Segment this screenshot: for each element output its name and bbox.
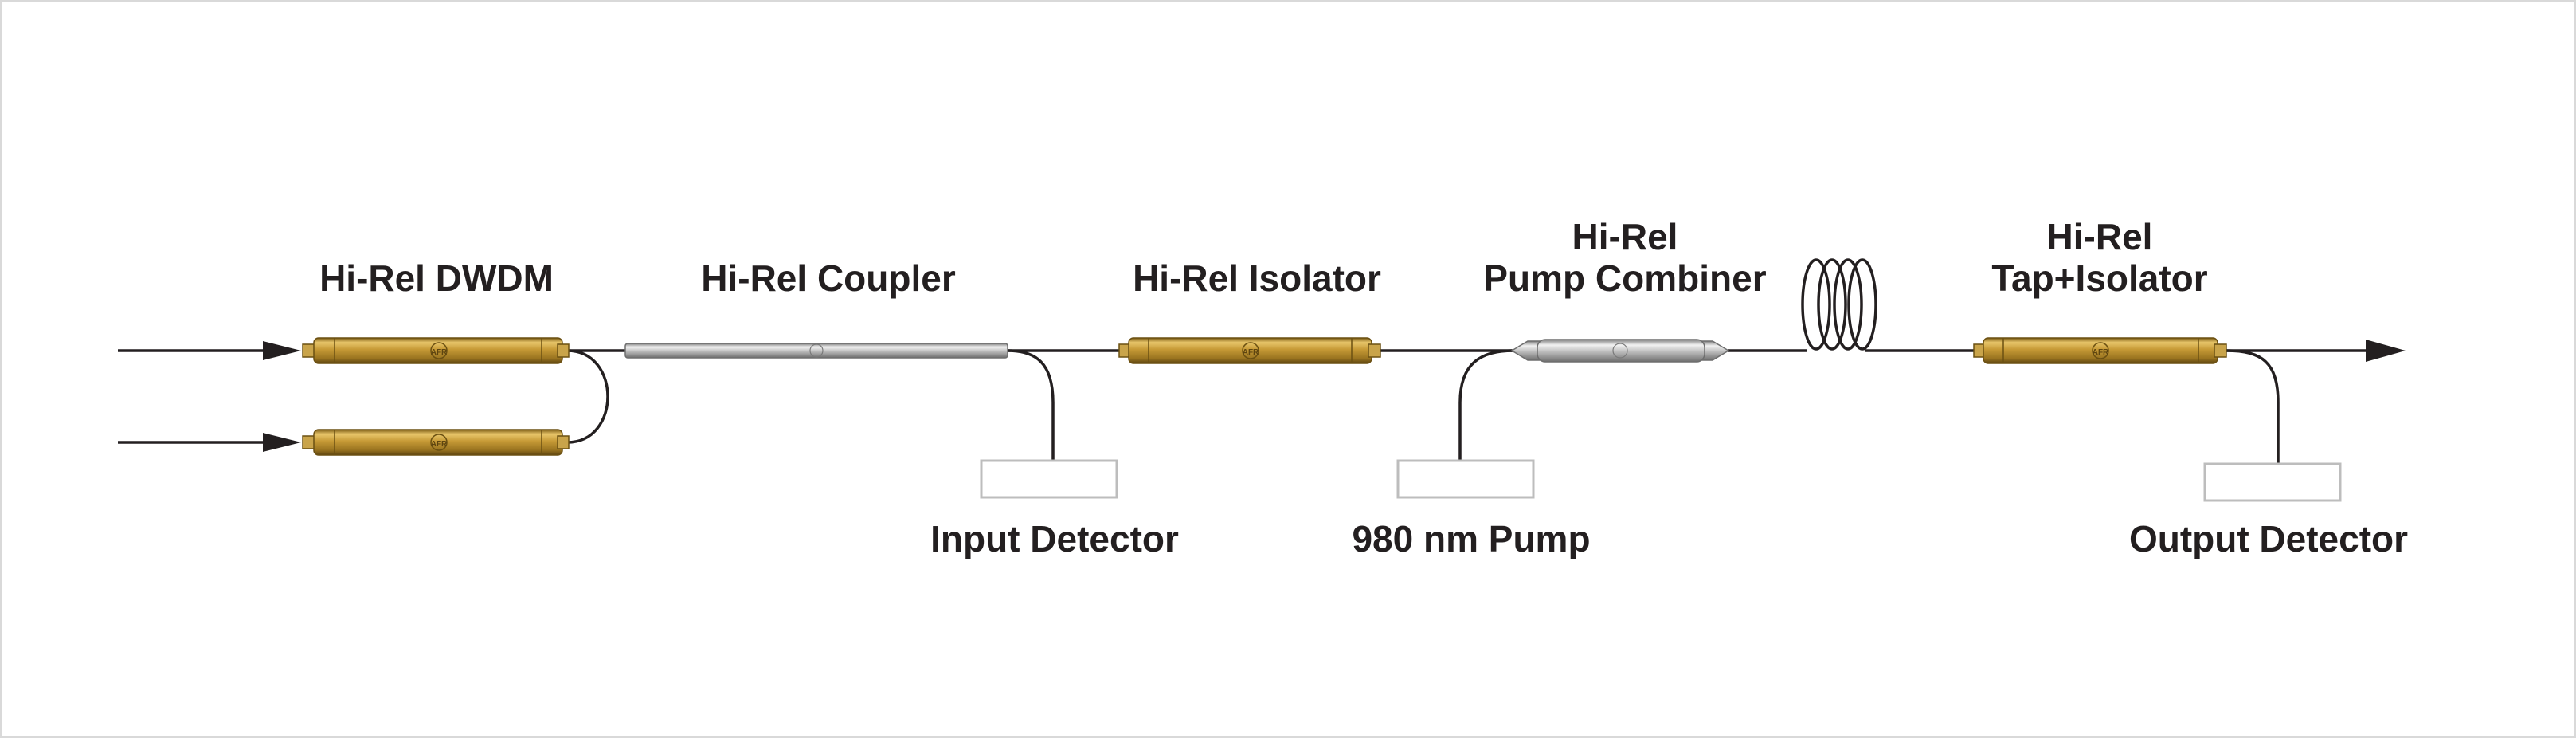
coupler-component [624,343,1008,359]
output-arrow-icon [2366,340,2406,362]
isolator-component: AFR [1118,337,1381,364]
coupler-label: Hi-Rel Coupler [701,257,956,299]
fiber-lines [118,349,2378,464]
output-detector-fiber [2226,349,2280,464]
output-detector-label: Output Detector [2129,518,2408,559]
dwdm-tube-lower: AFR [302,429,570,456]
pump-combiner-label-line2: Pump Combiner [1483,257,1766,299]
output-detector-box [2203,462,2342,502]
tap-isolator-component: AFR [1973,337,2227,364]
isolator-label: Hi-Rel Isolator [1133,257,1381,299]
dwdm-tube-upper: AFR [302,337,570,364]
input-detector-label: Input Detector [930,518,1179,559]
isolator-logo: AFR [1243,348,1259,357]
input-arrow-1-icon [263,341,301,360]
input-detector-box [980,459,1118,499]
fiber-coil-icon [1801,258,1877,351]
pump-label: 980 nm Pump [1352,518,1590,559]
input-arrow-2-icon [263,433,301,452]
dwdm-label: Hi-Rel DWDM [319,257,554,299]
pump-combiner-component [1510,339,1730,363]
dwdm-loop-fiber [566,349,609,444]
pump-box [1396,459,1535,499]
dwdm-logo-lower: AFR [431,440,448,449]
tap-isolator-logo: AFR [2093,348,2109,357]
tap-isolator-label-line2: Tap+Isolator [1991,257,2207,299]
tap-isolator-label-line1: Hi-Rel [2047,216,2153,257]
dwdm-logo-upper: AFR [431,348,448,357]
pump-fiber [1458,349,1514,461]
pump-combiner-label-line1: Hi-Rel [1572,216,1678,257]
arrowheads [263,340,2406,452]
input-detector-fiber [1007,349,1055,461]
